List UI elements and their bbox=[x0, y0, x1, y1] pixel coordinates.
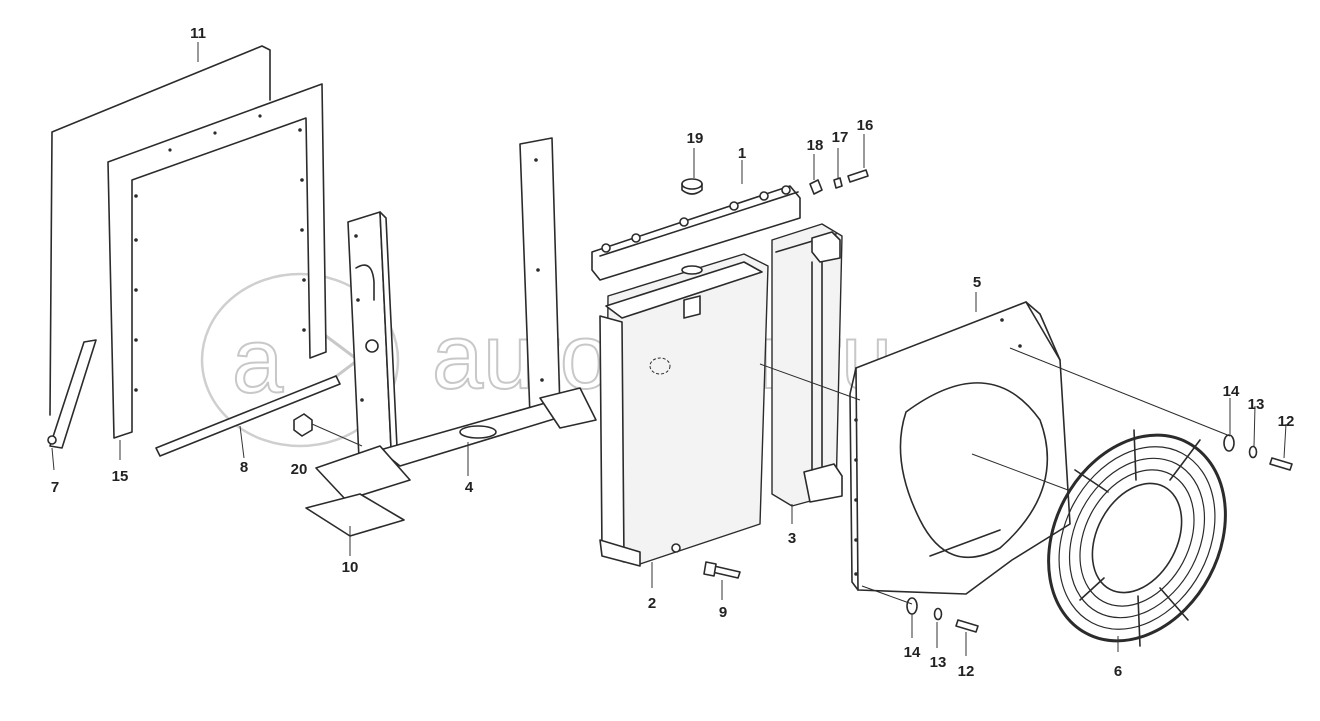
part-16-bolt bbox=[847, 169, 869, 183]
watermark-logo-letter: a bbox=[232, 310, 284, 412]
part-14-washer-upper bbox=[1223, 434, 1235, 452]
callout-14-upper: 14 bbox=[1223, 383, 1240, 400]
part-2-radiator bbox=[599, 253, 769, 567]
callout-20: 20 bbox=[291, 461, 308, 478]
part-12-bolt-upper bbox=[1269, 457, 1293, 471]
callout-16: 16 bbox=[857, 117, 874, 134]
part-17-washer bbox=[833, 177, 843, 189]
callout-labels: 11 15 7 8 20 4 10 19 1 18 17 16 2 9 3 5 … bbox=[51, 25, 1295, 680]
callout-7: 7 bbox=[51, 479, 59, 496]
callout-12-upper: 12 bbox=[1278, 413, 1295, 430]
part-15-frame-panel bbox=[107, 83, 327, 439]
part-9-drain-bolt bbox=[703, 561, 741, 579]
callout-6: 6 bbox=[1114, 663, 1122, 680]
callout-10: 10 bbox=[342, 559, 359, 576]
callout-13-upper: 13 bbox=[1248, 396, 1265, 413]
part-20-nut bbox=[293, 413, 363, 447]
part-1-top-tank bbox=[591, 185, 801, 281]
callout-19: 19 bbox=[687, 130, 704, 147]
part-19-filler-cap bbox=[681, 178, 703, 195]
part-5-fan-shroud bbox=[849, 301, 1071, 595]
part-4-support-bracket bbox=[315, 137, 597, 501]
callout-17: 17 bbox=[832, 129, 849, 146]
callout-12-lower: 12 bbox=[958, 663, 975, 680]
part-7-stay-rod bbox=[47, 339, 97, 449]
part-13-washer-upper bbox=[1248, 445, 1258, 459]
callout-9: 9 bbox=[719, 604, 727, 621]
callout-15: 15 bbox=[112, 468, 129, 485]
part-11-seal bbox=[49, 45, 271, 416]
leader-lines bbox=[51, 42, 1287, 656]
part-8-strut bbox=[155, 375, 341, 457]
part-3-oil-cooler bbox=[771, 223, 843, 507]
part-13-washer-lower bbox=[933, 607, 943, 621]
watermark-logo-ring bbox=[200, 272, 400, 448]
callout-8: 8 bbox=[240, 459, 248, 476]
callout-13-lower: 13 bbox=[930, 654, 947, 671]
callout-3: 3 bbox=[788, 530, 796, 547]
part-18-washer bbox=[809, 179, 823, 195]
callout-18: 18 bbox=[807, 137, 824, 154]
part-10-pad bbox=[305, 493, 405, 537]
assembly-lines bbox=[759, 347, 1231, 605]
callout-1: 1 bbox=[738, 145, 746, 162]
callout-5: 5 bbox=[973, 274, 981, 291]
part-12-bolt-lower bbox=[955, 619, 979, 633]
part-6-fan-guard bbox=[1047, 429, 1227, 647]
part-14-washer-lower bbox=[906, 597, 918, 615]
callout-2: 2 bbox=[648, 595, 656, 612]
callout-14-lower: 14 bbox=[904, 644, 921, 661]
callout-4: 4 bbox=[465, 479, 474, 496]
callout-11: 11 bbox=[190, 25, 206, 42]
